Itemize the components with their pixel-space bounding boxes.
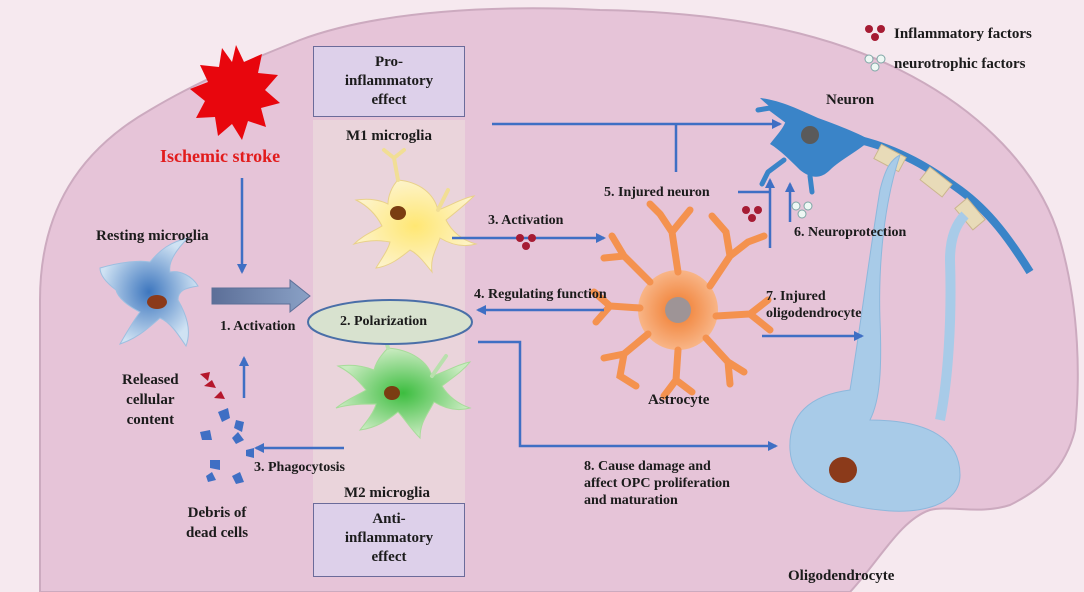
inflammatory-factor-icon	[516, 234, 536, 250]
polarization-label: 2. Polarization	[340, 314, 428, 329]
legend-inflammatory-label: Inflammatory factors	[894, 26, 1032, 42]
neuroprotection-label: 6. Neuroprotection	[794, 225, 907, 240]
resting-microglia-label: Resting microglia	[96, 228, 209, 244]
activation1-label: 1. Activation	[220, 319, 296, 334]
pro-inflammatory-box: Pro- inflammatory effect	[313, 46, 465, 117]
cause-damage-label: 8. Cause damage and affect OPC prolifera…	[584, 458, 730, 509]
pro-line2: inflammatory	[344, 73, 434, 89]
oligodendrocyte-cell	[789, 154, 969, 512]
astrocyte-label: Astrocyte	[648, 392, 710, 408]
anti-line2: inflammatory	[344, 530, 434, 546]
phagocytosis-label: 3. Phagocytosis	[254, 460, 345, 475]
pro-line3: effect	[371, 92, 407, 108]
regulating-label: 4. Regulating function	[474, 287, 607, 302]
ischemic-stroke-label: Ischemic stroke	[160, 146, 281, 166]
neuron-label: Neuron	[826, 92, 875, 108]
injured-neuron-label: 5. Injured neuron	[604, 185, 710, 200]
neuron-cell	[755, 98, 1034, 275]
oligodendrocyte-label: Oligodendrocyte	[788, 568, 895, 584]
damage-line2: affect OPC proliferation	[584, 476, 730, 491]
injured-oligo-line2: oligodendrocyte	[766, 306, 862, 321]
pro-line1: Pro-	[374, 54, 404, 70]
anti-line1: Anti-	[372, 511, 406, 527]
released-line1: Released	[122, 372, 179, 388]
debris-icon	[200, 408, 254, 484]
damage-line3: and maturation	[584, 493, 678, 508]
m1-microglia-cell	[352, 148, 478, 274]
m2-microglia-label: M2 microglia	[344, 485, 430, 501]
stroke-burst-icon	[190, 45, 280, 140]
inflammatory-factor-icon	[742, 206, 762, 222]
activation3-label: 3. Activation	[488, 213, 564, 228]
astrocyte-cell	[590, 200, 774, 400]
arrow-cause-damage	[478, 340, 778, 451]
polarization-ellipse	[307, 299, 473, 345]
neurotrophic-factor-icon	[791, 201, 813, 219]
injured-oligo-label: 7. Injured oligodendrocyte	[766, 288, 861, 322]
activation-big-arrow	[211, 278, 311, 314]
anti-line3: effect	[371, 549, 407, 565]
released-content-icon	[200, 372, 225, 399]
anti-inflammatory-box: Anti- inflammatory effect	[313, 503, 465, 577]
damage-line1: 8. Cause damage and	[584, 459, 711, 474]
debris-label: Debris of dead cells	[186, 503, 248, 543]
debris-line2: dead cells	[186, 525, 249, 541]
released-line2: cellular	[126, 392, 175, 408]
legend-neurotrophic-label: neurotrophic factors	[894, 56, 1026, 72]
m1-microglia-label: M1 microglia	[346, 128, 432, 144]
injured-oligo-line1: 7. Injured	[766, 289, 826, 304]
resting-microglia-cell	[99, 237, 199, 348]
debris-line1: Debris of	[187, 505, 247, 521]
legend-inflammatory-icon	[865, 25, 885, 41]
released-line3: content	[126, 412, 175, 428]
released-content-label: Released cellular content	[122, 370, 179, 430]
legend-neurotrophic-icon	[864, 54, 886, 72]
